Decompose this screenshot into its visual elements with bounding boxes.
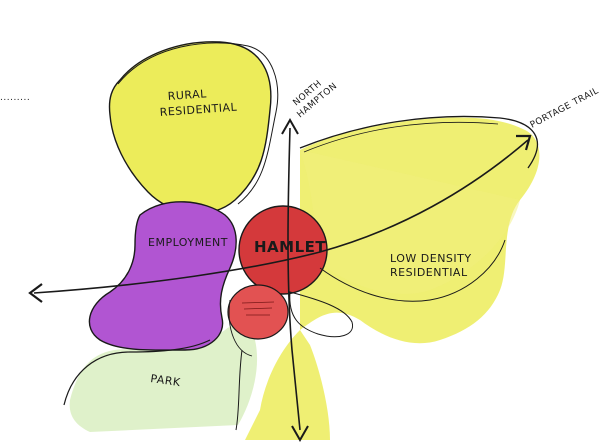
low-density-label-1: LOW DENSITY [390,252,472,265]
employment-zone [89,202,236,350]
portage-trail-label: PORTAGE TRAIL [529,86,601,131]
employment-label: EMPLOYMENT [148,236,228,249]
rural-residential-zone [109,42,270,214]
margin-dots: ......... [0,93,30,103]
hamlet-center-zone [228,285,288,339]
hamlet-label: HAMLET [254,238,326,256]
low-density-label-2: RESIDENTIAL [390,266,468,279]
rural-residential-label-1: RURAL [167,87,207,103]
